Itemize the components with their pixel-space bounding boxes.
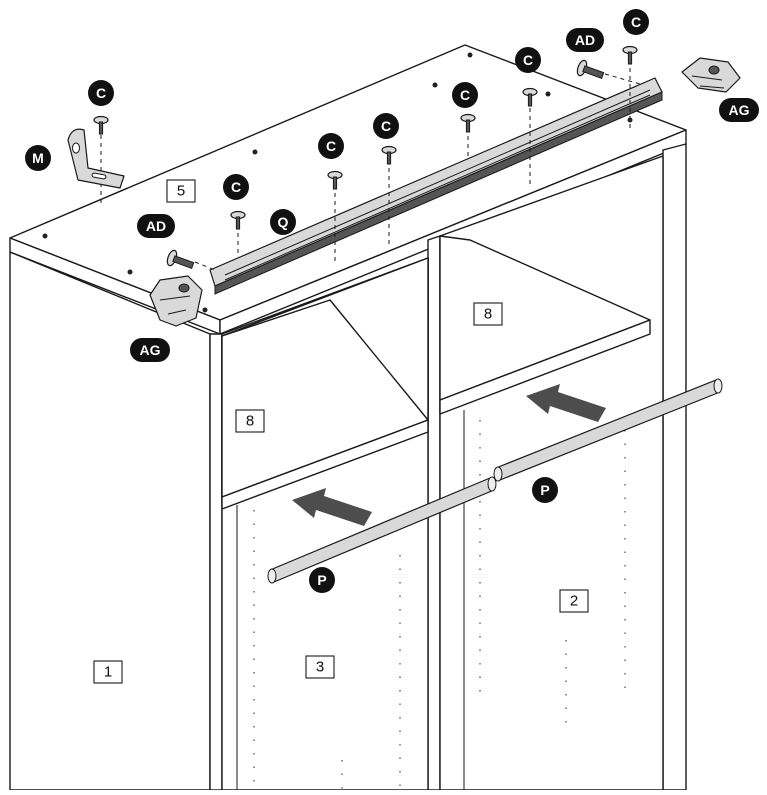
screw-icon <box>93 45 638 230</box>
svg-text:C: C <box>96 85 106 101</box>
angle-bracket-icon <box>67 128 125 189</box>
callout-ad: AD <box>137 214 175 238</box>
svg-text:AG: AG <box>729 102 750 118</box>
part-box-left-side: 1 <box>93 660 123 684</box>
callout-c: C <box>515 47 541 73</box>
dowel-icon <box>493 378 723 482</box>
callout-c: C <box>318 133 344 159</box>
shelf-left-front <box>221 419 429 510</box>
callout-m: M <box>25 145 51 171</box>
left-panel-front-edge <box>209 333 223 791</box>
screw-guides <box>100 60 641 271</box>
shelf-right-front <box>439 319 651 415</box>
svg-text:C: C <box>231 179 241 195</box>
insert-arrow-icon <box>526 384 606 422</box>
rail-q <box>209 77 663 295</box>
callout-c: C <box>452 82 478 108</box>
part-label-8: 8 <box>246 413 254 430</box>
part-label-3: 3 <box>316 659 324 676</box>
right-side-panel <box>662 143 687 791</box>
part-label-8: 8 <box>484 306 492 323</box>
svg-text:C: C <box>523 52 533 68</box>
callout-c: C <box>623 9 649 35</box>
svg-text:C: C <box>381 118 391 134</box>
callout-q: Q <box>270 209 296 235</box>
part-box-shelf-right: 8 <box>473 302 503 326</box>
svg-text:AG: AG <box>140 342 161 358</box>
side-screw-icon <box>166 59 605 269</box>
hinge-block-icon <box>149 275 203 327</box>
part-box-divider: 3 <box>305 655 335 679</box>
callout-p: P <box>532 477 558 503</box>
svg-text:P: P <box>540 482 549 498</box>
svg-text:C: C <box>460 87 470 103</box>
part-label-2: 2 <box>570 593 578 610</box>
left-side-panel <box>9 251 211 791</box>
callout-c: C <box>223 174 249 200</box>
callout-c: C <box>88 80 114 106</box>
callout-ad: AD <box>566 28 604 52</box>
part-box-top-panel: 5 <box>166 179 196 203</box>
svg-text:M: M <box>32 150 44 166</box>
part-box-shelf-left: 8 <box>235 409 265 433</box>
svg-text:C: C <box>326 138 336 154</box>
part-label-5: 5 <box>177 183 185 200</box>
svg-text:C: C <box>631 14 641 30</box>
svg-text:AD: AD <box>146 218 166 234</box>
callout-ag: AG <box>719 98 759 122</box>
part-box-right-side: 2 <box>559 589 589 613</box>
callout-p: P <box>309 567 335 593</box>
svg-text:AD: AD <box>575 32 595 48</box>
svg-text:P: P <box>317 572 326 588</box>
dowel-icon <box>267 476 497 584</box>
callout-ag: AG <box>130 338 170 362</box>
insert-arrow-icon <box>292 488 372 526</box>
svg-text:Q: Q <box>278 214 289 230</box>
cabinet-body <box>9 44 687 791</box>
part-label-1: 1 <box>104 664 112 681</box>
callout-c: C <box>373 113 399 139</box>
hinge-block-icon <box>681 57 741 93</box>
